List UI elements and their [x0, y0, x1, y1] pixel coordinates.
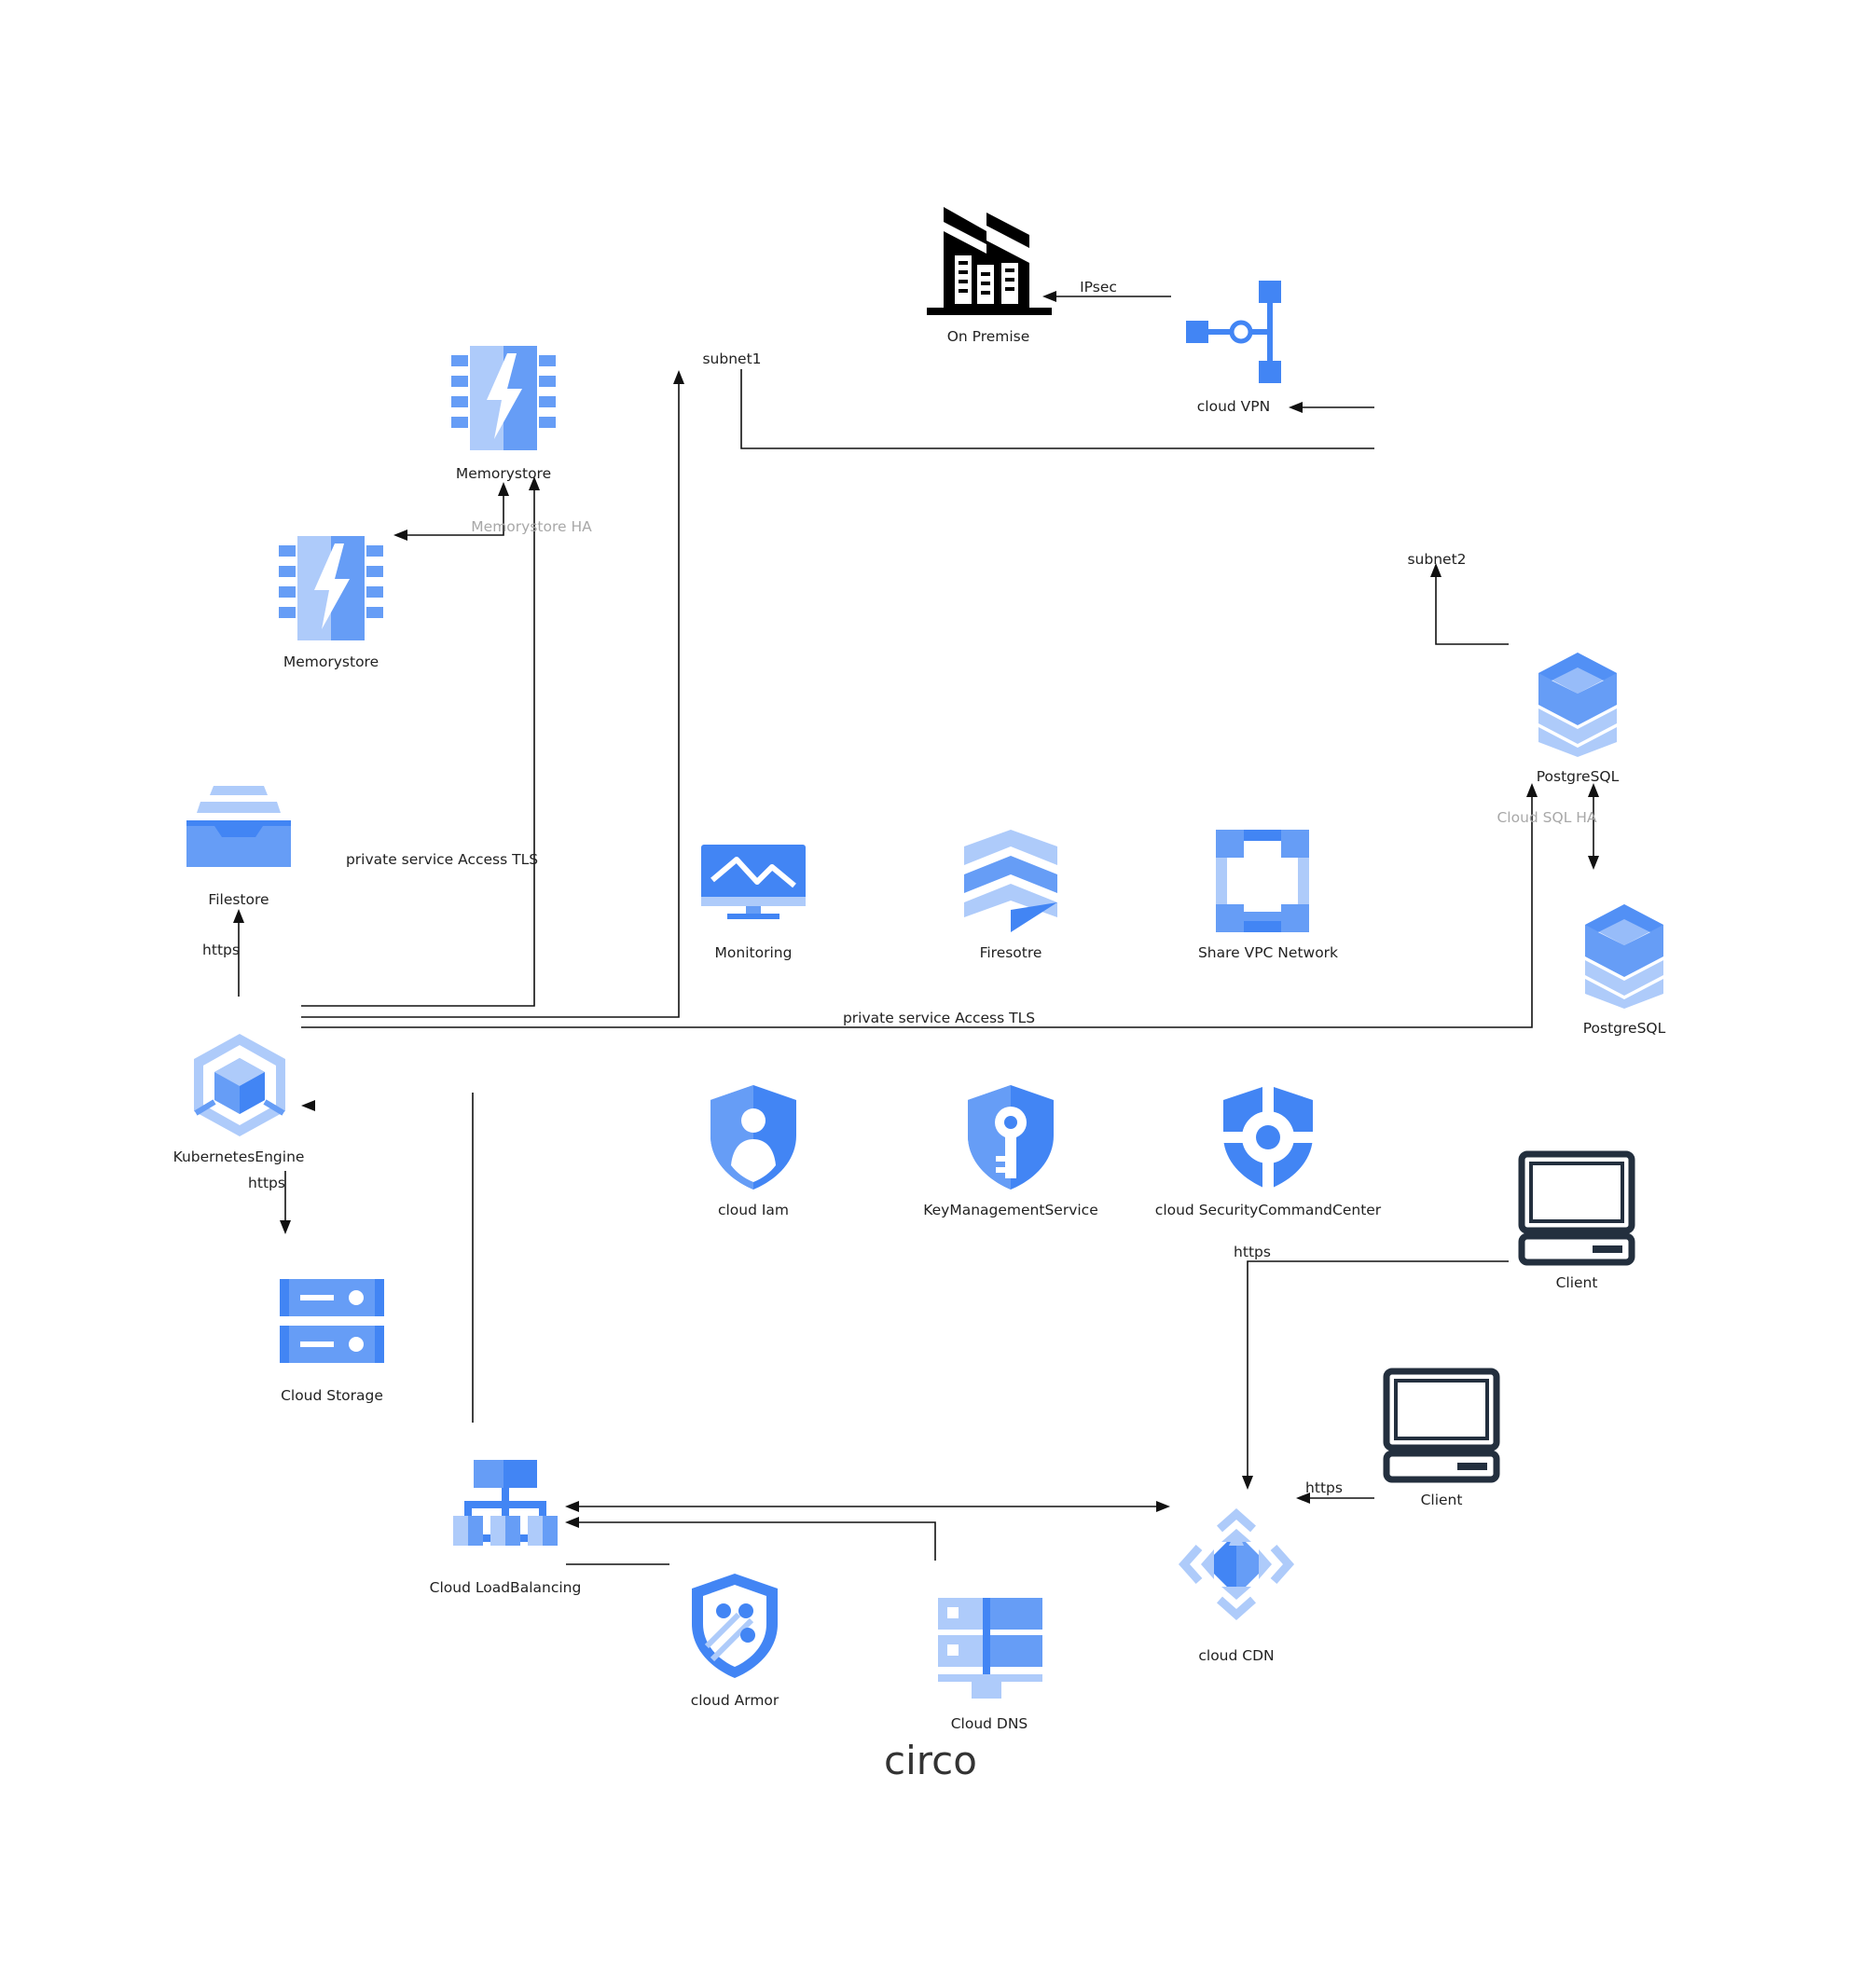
storage-server-icon — [280, 1279, 384, 1363]
node-label: cloud CDN — [1198, 1647, 1274, 1664]
edge-layer — [233, 291, 1599, 1565]
cdn-icon — [1178, 1507, 1295, 1621]
laptop-icon — [1522, 1154, 1632, 1262]
vpn-gateway-icon — [1186, 281, 1281, 383]
edge-label-https-storage: https — [248, 1175, 285, 1191]
edge-subnet1 — [740, 369, 1374, 449]
node-kubernetes-engine[interactable]: KubernetesEngine — [173, 1034, 305, 1165]
node-security-command-center[interactable]: cloud SecurityCommandCenter — [1155, 1085, 1382, 1218]
iam-shield-icon — [710, 1085, 796, 1190]
node-memorystore-replica[interactable]: Memorystore — [279, 536, 383, 670]
factory-icon — [927, 207, 1052, 315]
node-on-premise[interactable]: On Premise — [927, 207, 1052, 345]
edge-label-memorystore-ha: Memorystore HA — [471, 518, 592, 535]
edge-memorystore-ha — [403, 491, 504, 536]
filestore-tray-icon — [186, 786, 291, 867]
node-label: KeyManagementService — [923, 1202, 1098, 1218]
node-label: Client — [1421, 1492, 1463, 1508]
edge-label-subnet1: subnet1 — [702, 351, 761, 367]
node-client-1[interactable]: Client — [1522, 1154, 1632, 1291]
node-shared-vpc[interactable]: Share VPC Network — [1198, 830, 1338, 961]
edge-label-ipsec: IPsec — [1080, 279, 1117, 296]
node-label: Cloud LoadBalancing — [430, 1579, 582, 1596]
security-target-icon — [1221, 1085, 1315, 1191]
node-monitoring[interactable]: Monitoring — [701, 845, 806, 961]
edge-label-cloud-sql-ha: Cloud SQL HA — [1497, 809, 1596, 826]
node-postgresql-replica[interactable]: PostgreSQL — [1583, 904, 1666, 1037]
node-label: On Premise — [947, 328, 1030, 345]
node-label: Memorystore — [283, 653, 379, 670]
node-key-management[interactable]: KeyManagementService — [923, 1085, 1098, 1218]
edge-label-psa-tls-sql: private service Access TLS — [843, 1010, 1035, 1026]
node-cloud-vpn[interactable]: cloud VPN — [1186, 281, 1281, 415]
dns-server-icon — [938, 1598, 1042, 1699]
node-cloud-load-balancing[interactable]: Cloud LoadBalancing — [430, 1460, 582, 1596]
edge-gke-to-memorystore — [301, 486, 535, 1007]
edge-label-https-filestore: https — [202, 942, 240, 958]
node-cloud-armor[interactable]: cloud Armor — [691, 1574, 779, 1709]
cloud-sql-stack-icon — [1538, 653, 1617, 757]
edge-label-psa-tls-memorystore: private service Access TLS — [346, 851, 538, 868]
edge-label-subnet2: subnet2 — [1407, 551, 1466, 568]
edge-dns-to-lb — [576, 1521, 936, 1561]
load-balancer-icon — [453, 1460, 558, 1546]
armor-shield-icon — [692, 1574, 778, 1678]
node-label: PostgreSQL — [1537, 768, 1620, 785]
node-label: Monitoring — [715, 944, 793, 961]
memorystore-chip-icon — [279, 536, 383, 640]
node-cloud-storage[interactable]: Cloud Storage — [280, 1279, 384, 1404]
node-label: cloud Iam — [718, 1202, 789, 1218]
node-memorystore-primary[interactable]: Memorystore — [451, 346, 556, 482]
cloud-sql-stack-icon — [1585, 904, 1663, 1009]
node-client-2[interactable]: Client — [1386, 1371, 1497, 1508]
firestore-icon — [964, 830, 1057, 932]
node-label: Cloud DNS — [951, 1715, 1028, 1732]
edge-subnet2 — [1435, 572, 1509, 645]
edge-gke-to-subnet1 — [301, 379, 680, 1018]
node-cloud-iam[interactable]: cloud Iam — [710, 1085, 796, 1218]
node-label: Filestore — [208, 891, 269, 908]
edge-labels: IPsec subnet1 subnet2 Memorystore HA pri… — [202, 279, 1597, 1496]
node-postgresql-primary[interactable]: PostgreSQL — [1537, 653, 1620, 785]
laptop-icon — [1386, 1371, 1497, 1479]
node-label: Firesotre — [980, 944, 1042, 961]
node-label: KubernetesEngine — [173, 1149, 305, 1165]
node-filestore[interactable]: Filestore — [186, 786, 291, 908]
node-label: cloud VPN — [1197, 398, 1270, 415]
monitor-icon — [701, 845, 806, 919]
edge-gke-to-postgresql — [301, 792, 1533, 1028]
node-label: cloud SecurityCommandCenter — [1155, 1202, 1382, 1218]
node-label: Client — [1556, 1274, 1598, 1291]
node-label: Memorystore — [456, 465, 551, 482]
node-label: PostgreSQL — [1583, 1020, 1666, 1037]
edge-label-https-client-2: https — [1305, 1479, 1343, 1496]
node-firestore[interactable]: Firesotre — [964, 830, 1057, 961]
node-label: Cloud Storage — [281, 1387, 383, 1404]
vpc-network-icon — [1216, 830, 1309, 932]
edge-into-gke-arrow — [301, 1100, 315, 1111]
edge-client1-to-cdn — [1247, 1260, 1509, 1480]
memorystore-chip-icon — [451, 346, 556, 450]
node-cloud-dns[interactable]: Cloud DNS — [938, 1598, 1042, 1732]
node-label: cloud Armor — [691, 1692, 779, 1709]
diagram-title: circo — [884, 1738, 977, 1783]
node-label: Share VPC Network — [1198, 944, 1338, 961]
node-cloud-cdn[interactable]: cloud CDN — [1178, 1507, 1295, 1664]
gke-hexagon-icon — [194, 1034, 285, 1136]
key-shield-icon — [968, 1085, 1054, 1190]
edge-label-https-client-1: https — [1234, 1244, 1271, 1260]
